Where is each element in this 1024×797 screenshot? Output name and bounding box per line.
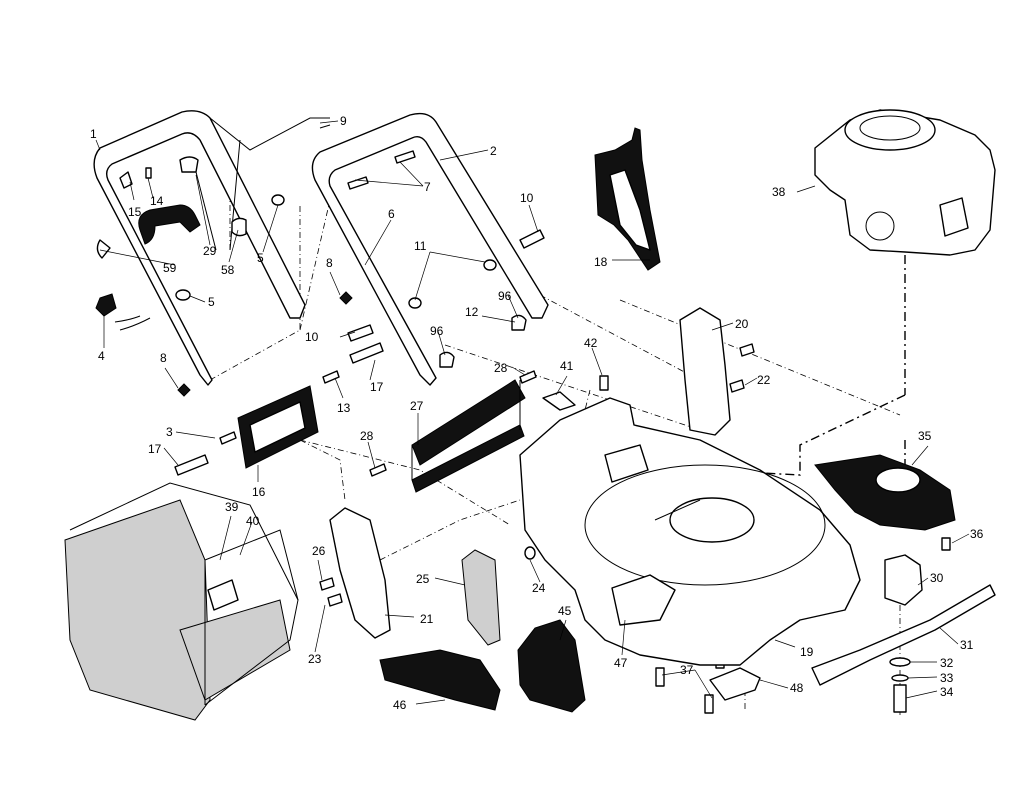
callout-6: 6 (388, 207, 395, 221)
callout-28a: 28 (360, 429, 374, 443)
callout-42: 42 (584, 336, 598, 350)
callout-39: 39 (225, 500, 239, 514)
callout-47: 47 (614, 656, 628, 670)
cover-45 (517, 619, 586, 713)
callout-19: 19 (800, 645, 814, 659)
leader-lines (95, 120, 970, 705)
callout-9: 9 (340, 114, 347, 128)
callout-labels: 1 2 3 4 5 5 6 7 8 8 9 10 10 11 12 13 14 … (90, 114, 984, 712)
callout-32: 32 (940, 656, 954, 670)
callout-48: 48 (790, 681, 804, 695)
callout-59: 59 (163, 261, 177, 275)
callout-58: 58 (221, 263, 235, 277)
lower-handle-left (93, 110, 306, 386)
callout-36: 36 (970, 527, 984, 541)
callout-31: 31 (960, 638, 974, 652)
callout-28b: 28 (494, 361, 508, 375)
callout-20: 20 (735, 317, 749, 331)
callout-7: 7 (424, 180, 431, 194)
callout-30: 30 (930, 571, 944, 585)
callout-33: 33 (940, 671, 954, 685)
callout-41: 41 (560, 359, 574, 373)
callout-8b: 8 (160, 351, 167, 365)
callout-4: 4 (98, 349, 105, 363)
callout-23: 23 (308, 652, 322, 666)
callout-96b: 96 (498, 289, 512, 303)
callout-1: 1 (90, 127, 97, 141)
callout-37: 37 (680, 663, 694, 677)
rear-door-16 (237, 385, 319, 469)
callout-26: 26 (312, 544, 326, 558)
mulch-plug-25 (461, 549, 501, 646)
callout-16: 16 (252, 485, 266, 499)
washer-stack (889, 657, 911, 713)
callout-17b: 17 (370, 380, 384, 394)
callout-27: 27 (410, 399, 424, 413)
bracket-48 (709, 667, 761, 701)
callout-3: 3 (166, 425, 173, 439)
callout-40: 40 (246, 514, 260, 528)
callout-38: 38 (772, 185, 786, 199)
callout-13: 13 (337, 401, 351, 415)
callout-45: 45 (558, 604, 572, 618)
callout-46: 46 (393, 698, 407, 712)
plate-41 (542, 391, 576, 411)
deflector-18 (594, 127, 661, 271)
callout-5b: 5 (208, 295, 215, 309)
bracket-21 (329, 507, 391, 639)
hinge-rod-27 (411, 379, 526, 493)
callout-12: 12 (465, 305, 479, 319)
blade-adapter-30 (884, 554, 923, 606)
callout-17a: 17 (148, 442, 162, 456)
blade-31 (811, 584, 996, 686)
callout-10a: 10 (520, 191, 534, 205)
callout-15: 15 (128, 205, 142, 219)
lower-handle-right (311, 112, 549, 386)
callout-21: 21 (420, 612, 434, 626)
mower-deck-19 (519, 397, 861, 666)
callout-11: 11 (414, 239, 427, 253)
callout-22: 22 (757, 373, 771, 387)
callout-18: 18 (594, 255, 608, 269)
callout-5a: 5 (257, 251, 264, 265)
callout-14: 14 (150, 194, 164, 208)
callout-10b: 10 (305, 330, 319, 344)
callout-96a: 96 (430, 324, 444, 338)
callout-29: 29 (203, 244, 217, 258)
bracket-20 (679, 307, 731, 436)
callout-8a: 8 (326, 256, 333, 270)
bag-frame-39 (69, 482, 299, 706)
cover-46 (379, 649, 501, 711)
engine-38 (814, 109, 996, 256)
callout-35: 35 (918, 429, 932, 443)
callout-34: 34 (940, 685, 954, 699)
callout-2: 2 (490, 144, 497, 158)
blade-adapter-35 (814, 454, 956, 531)
grass-bag-40 (64, 499, 291, 721)
callout-24: 24 (532, 581, 546, 595)
callout-25: 25 (416, 572, 430, 586)
